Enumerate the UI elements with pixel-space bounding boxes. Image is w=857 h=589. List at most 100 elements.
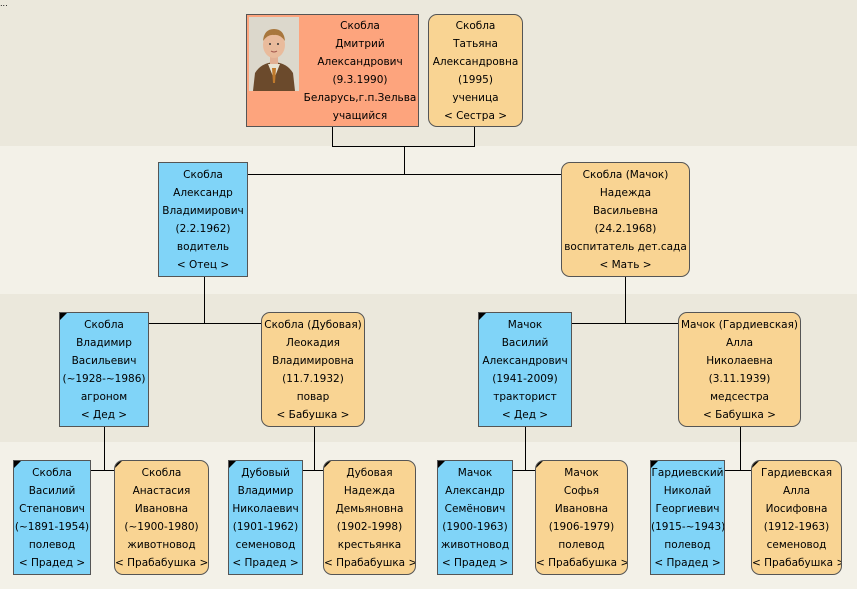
relation: < Прабабушка > [536,556,628,569]
patronymic: Ивановна [554,502,609,515]
surname: Мачок (Гардиевская) [680,318,799,331]
more-ancestors-marker[interactable] [752,461,759,468]
dates: (1941-2009) [492,372,558,385]
person-card-grandfather-maternal[interactable]: Мачок Василий Александрович (1941-2009) … [478,312,572,427]
first-name: Александр [445,484,505,497]
first-name: Владимир [237,484,294,497]
relation: < Прадед > [232,556,299,569]
more-ancestors-marker[interactable] [479,313,486,320]
dates: (~1928-~1986) [62,372,146,385]
surname: Скобла (Дубовая) [264,318,362,331]
patronymic: Ивановна [134,502,189,515]
relation: < Прабабушка > [115,556,209,569]
surname: Скобла [32,466,72,479]
occupation: семеновод [235,538,296,551]
relation: < Бабушка > [276,408,350,421]
person-card-grandmother-paternal[interactable]: Скобла (Дубовая) Леокадия Владимировна (… [261,312,365,427]
surname: Мачок [457,466,493,479]
patronymic: Владимировна [272,354,354,367]
person-card-great-grandfather-3[interactable]: Мачок Александр Семёнович (1900-1963) жи… [437,460,513,575]
person-card-great-grandfather-4[interactable]: Гардиевский Николай Георгиевич (1915-~19… [650,460,725,575]
dates: (1902-1998) [336,520,403,533]
more-ancestors-marker[interactable] [14,461,21,468]
patronymic: Васильевна [592,204,659,217]
surname: Мачок [507,318,543,331]
occupation: ученица [452,91,499,104]
surname: Гардиевский [651,466,724,479]
patronymic: Александрович [482,354,568,367]
patronymic: Демьяновна [335,502,404,515]
person-card-grandmother-maternal[interactable]: Мачок (Гардиевская) Алла Николаевна (3.1… [678,312,801,427]
person-card-self[interactable]: Скобла Дмитрий Александрович (9.3.1990) … [246,14,419,127]
dates: (~1900-1980) [124,520,199,533]
first-name: Николай [663,484,712,497]
first-name: Татьяна [453,37,498,50]
surname: Дубовая [346,466,393,479]
relation: < Прадед > [18,556,86,569]
relation: < Отец > [176,258,230,271]
dates: (1901-1962) [232,520,299,533]
person-card-great-grandmother-2[interactable]: Дубовая Надежда Демьяновна (1902-1998) к… [323,460,416,575]
more-ancestors-marker[interactable] [115,461,122,468]
person-card-sister[interactable]: Скобла Татьяна Александровна (1995) учен… [428,14,523,127]
more-ancestors-marker[interactable] [324,461,331,468]
dates: (24.2.1968) [594,222,657,235]
more-ancestors-marker[interactable] [438,461,445,468]
first-name: Василий [501,336,549,349]
patronymic: Иосифовна [765,502,828,515]
surname: Скобла [141,466,182,479]
occupation: повар [296,390,330,403]
person-card-great-grandmother-3[interactable]: Мачок Софья Ивановна (1906-1979) полевод… [535,460,628,575]
corner-mark: ... [0,0,8,8]
relation: < Прадед > [654,556,721,569]
more-ancestors-marker[interactable] [60,313,67,320]
dates: (1900-1963) [442,520,508,533]
first-name: Анастасия [132,484,191,497]
occupation: медсестра [710,390,769,403]
occupation: тракторист [493,390,557,403]
surname: Скобла [455,19,496,32]
relation: < Прабабушка > [752,556,842,569]
first-name: Дмитрий [335,37,385,50]
occupation: воспитатель дет.сада [564,240,687,253]
first-name: Леокадия [286,336,340,349]
surname: Дубовый [241,466,290,479]
surname: Мачок [564,466,599,479]
occupation: животновод [127,538,196,551]
person-card-father[interactable]: Скобла Александр Владимирович (2.2.1962)… [158,162,248,277]
person-card-grandfather-paternal[interactable]: Скобла Владимир Васильевич (~1928-~1986)… [59,312,149,427]
person-card-great-grandmother-4[interactable]: Гардиевская Алла Иосифовна (1912-1963) с… [751,460,842,575]
person-card-great-grandmother-1[interactable]: Скобла Анастасия Ивановна (~1900-1980) ж… [114,460,209,575]
relation: < Дед > [501,408,549,421]
dates: (1915-~1943) [651,520,725,533]
more-ancestors-marker[interactable] [229,461,236,468]
patronymic: Александрович [317,55,403,68]
patronymic: Александровна [432,55,519,68]
occupation: агроном [80,390,128,403]
more-ancestors-marker[interactable] [536,461,543,468]
first-name: Василий [28,484,76,497]
patronymic: Степанович [19,502,85,515]
relation: < Мать > [599,258,652,271]
dates: (1906-1979) [548,520,615,533]
patronymic: Николаевич [232,502,299,515]
occupation: полевод [558,538,605,551]
relation: < Бабушка > [703,408,776,421]
more-ancestors-marker[interactable] [651,461,658,468]
relation: < Прадед > [441,556,509,569]
person-card-great-grandfather-2[interactable]: Дубовый Владимир Николаевич (1901-1962) … [228,460,303,575]
person-card-mother[interactable]: Скобла (Мачок) Надежда Васильевна (24.2.… [561,162,690,277]
dates: (2.2.1962) [175,222,231,235]
person-card-great-grandfather-1[interactable]: Скобла Василий Степанович (~1891-1954) п… [13,460,91,575]
occupation: полевод [28,538,76,551]
occupation: учащийся [332,109,388,122]
occupation: полевод [664,538,711,551]
person-photo [249,17,299,91]
dates: (1912-1963) [763,520,830,533]
patronymic: Семёнович [444,502,506,515]
patronymic: Владимирович [162,204,244,217]
surname: Гардиевская [760,466,833,479]
patronymic: Васильевич [71,354,137,367]
occupation: семеновод [766,538,827,551]
first-name: Алла [725,336,754,349]
